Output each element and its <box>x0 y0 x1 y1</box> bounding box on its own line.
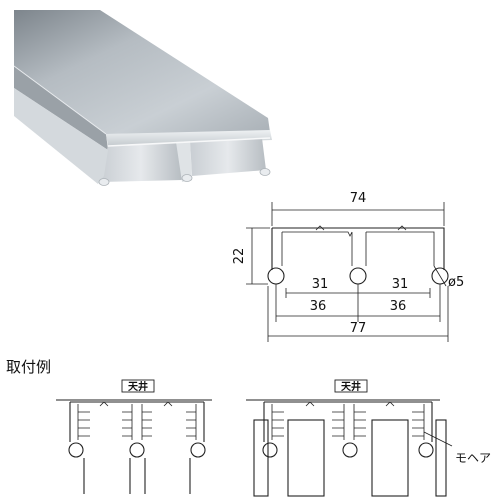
cross-section-drawing: 74 22 31 31 36 36 77 ø5 <box>232 191 464 342</box>
dim-spacing-right: 36 <box>390 299 407 314</box>
dim-hole-diameter: ø5 <box>448 275 464 290</box>
ceiling-label-2: 天井 <box>341 380 361 393</box>
dim-spacing-left: 36 <box>310 299 327 314</box>
dim-pitch-right: 31 <box>392 277 409 292</box>
dim-top-width: 74 <box>350 191 367 206</box>
pile-label: モヘア <box>455 451 491 465</box>
hole-middle <box>349 267 367 285</box>
dim-height: 22 <box>232 248 247 265</box>
rail-product-illustration <box>13 10 272 186</box>
section-title: 取付例 <box>6 358 52 376</box>
ceiling-label-1: 天井 <box>128 380 148 393</box>
hole-left <box>267 267 285 285</box>
install-example-right: 天井 モヘア <box>246 379 491 497</box>
dim-overall-width: 77 <box>350 321 367 336</box>
dim-pitch-left: 31 <box>312 277 329 292</box>
install-example-left: 天井 <box>56 379 212 494</box>
